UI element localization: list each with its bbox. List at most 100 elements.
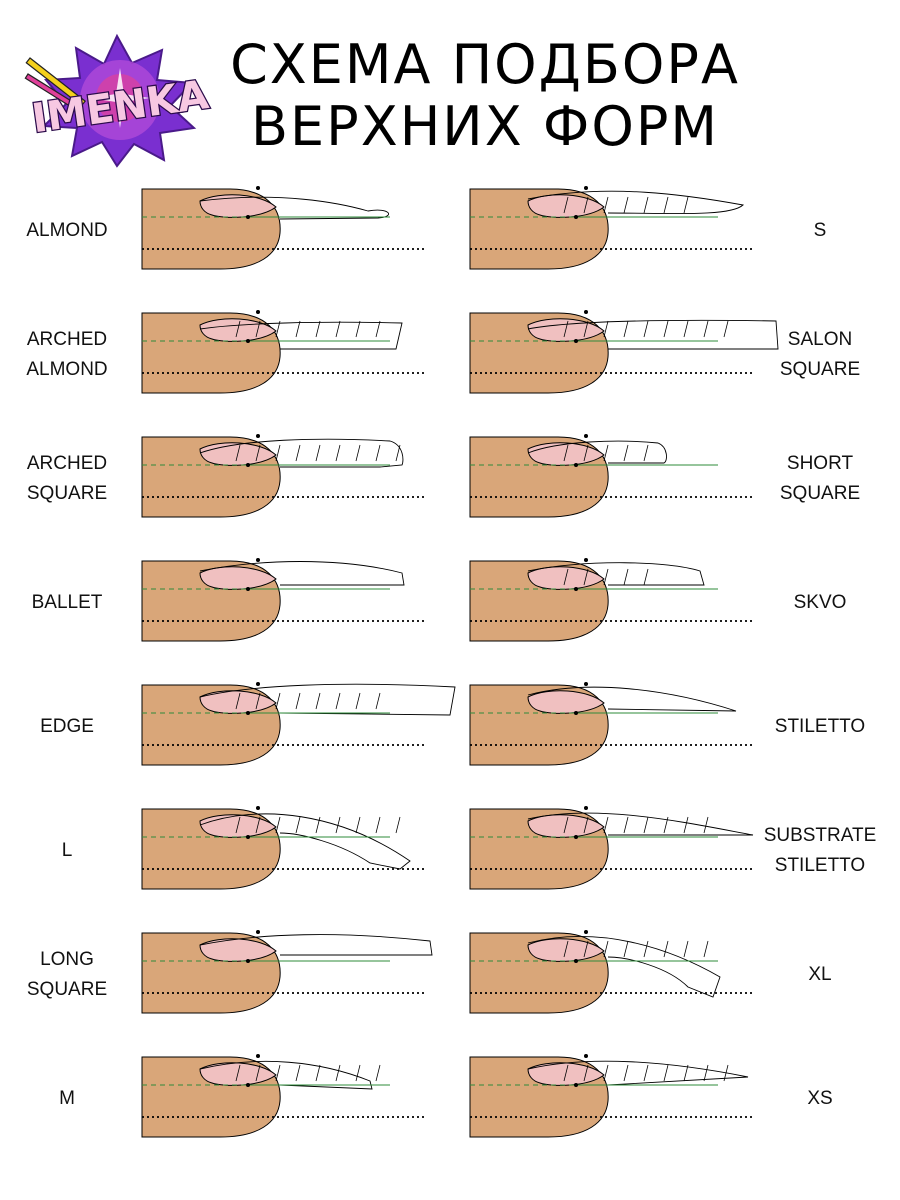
stress-point (246, 959, 250, 963)
form-hatch-line (703, 320, 709, 338)
nail-form-outline (527, 936, 721, 998)
nail-bed (199, 566, 277, 590)
form-label-line: SQUARE (779, 483, 861, 504)
nail-diagram-edge (141, 682, 456, 766)
stress-point (574, 835, 578, 839)
nail-form-outline (527, 319, 779, 350)
stress-point (246, 339, 250, 343)
form-hatch-line (255, 444, 261, 462)
form-hatch-line (663, 940, 669, 958)
nail-form-outline (199, 934, 433, 956)
nail-diagram-salon-square (469, 310, 779, 394)
form-label-almond: ALMOND (7, 216, 127, 246)
form-label-line: M (59, 1088, 75, 1109)
form-hatch-line (255, 1064, 261, 1082)
apex-point (584, 434, 588, 438)
form-hatch-line (235, 816, 241, 834)
form-label-line: L (61, 840, 73, 861)
stress-point (574, 1083, 578, 1087)
form-label-l: L (7, 836, 127, 866)
form-hatch-line (563, 940, 569, 958)
form-hatch-line (335, 692, 341, 710)
form-hatch-line (315, 444, 321, 462)
form-hatch-line (683, 816, 689, 834)
apex-point (584, 930, 588, 934)
stress-point (574, 339, 578, 343)
form-hatch-line (663, 1064, 669, 1082)
nail-form-outline (199, 1060, 373, 1090)
nail-form-outline (527, 1060, 749, 1086)
form-hatch-line (395, 816, 401, 834)
form-hatch-line (315, 1064, 321, 1082)
form-hatch-line (295, 816, 301, 834)
form-hatch-line (275, 320, 281, 338)
nail-diagram-xl (469, 930, 752, 1014)
form-hatch-line (583, 1064, 589, 1082)
nail-diagram-ballet (141, 558, 424, 642)
form-hatch-line (355, 1064, 361, 1082)
form-hatch-line (335, 1064, 341, 1082)
form-hatch-line (315, 320, 321, 338)
form-hatch-line (583, 444, 589, 462)
form-hatch-line (623, 320, 629, 338)
title-line-1: СХЕМА ПОДБОРА (230, 33, 740, 96)
nail-form-outline (199, 813, 411, 870)
form-hatch-line (375, 816, 381, 834)
form-hatch-line (335, 816, 341, 834)
apex-point (256, 186, 260, 190)
form-hatch-line (643, 320, 649, 338)
stress-point (246, 835, 250, 839)
form-label-xl: XL (760, 960, 880, 990)
form-hatch-line (583, 196, 589, 214)
apex-point (256, 930, 260, 934)
form-hatch-line (603, 444, 609, 462)
form-hatch-line (683, 320, 689, 338)
apex-point (256, 1054, 260, 1058)
imenka-logo: IMENKA (24, 33, 212, 168)
form-hatch-line (375, 320, 381, 338)
form-hatch-line (275, 692, 281, 710)
form-hatch-line (355, 816, 361, 834)
form-hatch-line (563, 1064, 569, 1082)
form-hatch-line (255, 692, 261, 710)
stress-point (574, 215, 578, 219)
nail-diagram-substrate-stiletto (469, 806, 754, 890)
form-hatch-line (683, 196, 689, 214)
form-hatch-line (643, 444, 649, 462)
form-label-line: ARCHED (26, 453, 108, 474)
nail-form-outline (199, 438, 404, 468)
form-hatch-line (623, 444, 629, 462)
form-hatch-line (375, 692, 381, 710)
nail-diagram-arched-square (141, 434, 424, 518)
form-hatch-line (663, 320, 669, 338)
form-hatch-line (315, 692, 321, 710)
form-label-stiletto: STILETTO (760, 712, 880, 742)
form-label-line: EDGE (40, 716, 94, 737)
form-hatch-line (583, 320, 589, 338)
nail-form-outline (527, 440, 667, 464)
form-label-line: SUBSTRATE (763, 825, 877, 846)
stress-point (574, 711, 578, 715)
form-hatch-line (703, 940, 709, 958)
form-hatch-line (623, 940, 629, 958)
form-hatch-line (683, 1064, 689, 1082)
logo-brushes (24, 57, 87, 111)
form-hatch-line (603, 196, 609, 214)
form-hatch-line (643, 940, 649, 958)
nail-form-outline (527, 686, 737, 712)
form-hatch-line (315, 816, 321, 834)
form-hatch-line (623, 568, 629, 586)
form-hatch-line (563, 444, 569, 462)
page-title: СХЕМА ПОДБОРА ВЕРХНИХ ФОРМ (205, 34, 765, 158)
apex-point (256, 682, 260, 686)
stress-point (574, 587, 578, 591)
apex-point (584, 1054, 588, 1058)
form-hatch-line (235, 1064, 241, 1082)
stress-point (246, 587, 250, 591)
form-label-ballet: BALLET (7, 588, 127, 618)
stress-point (246, 215, 250, 219)
form-row: EDGE STILETTO (0, 679, 900, 789)
